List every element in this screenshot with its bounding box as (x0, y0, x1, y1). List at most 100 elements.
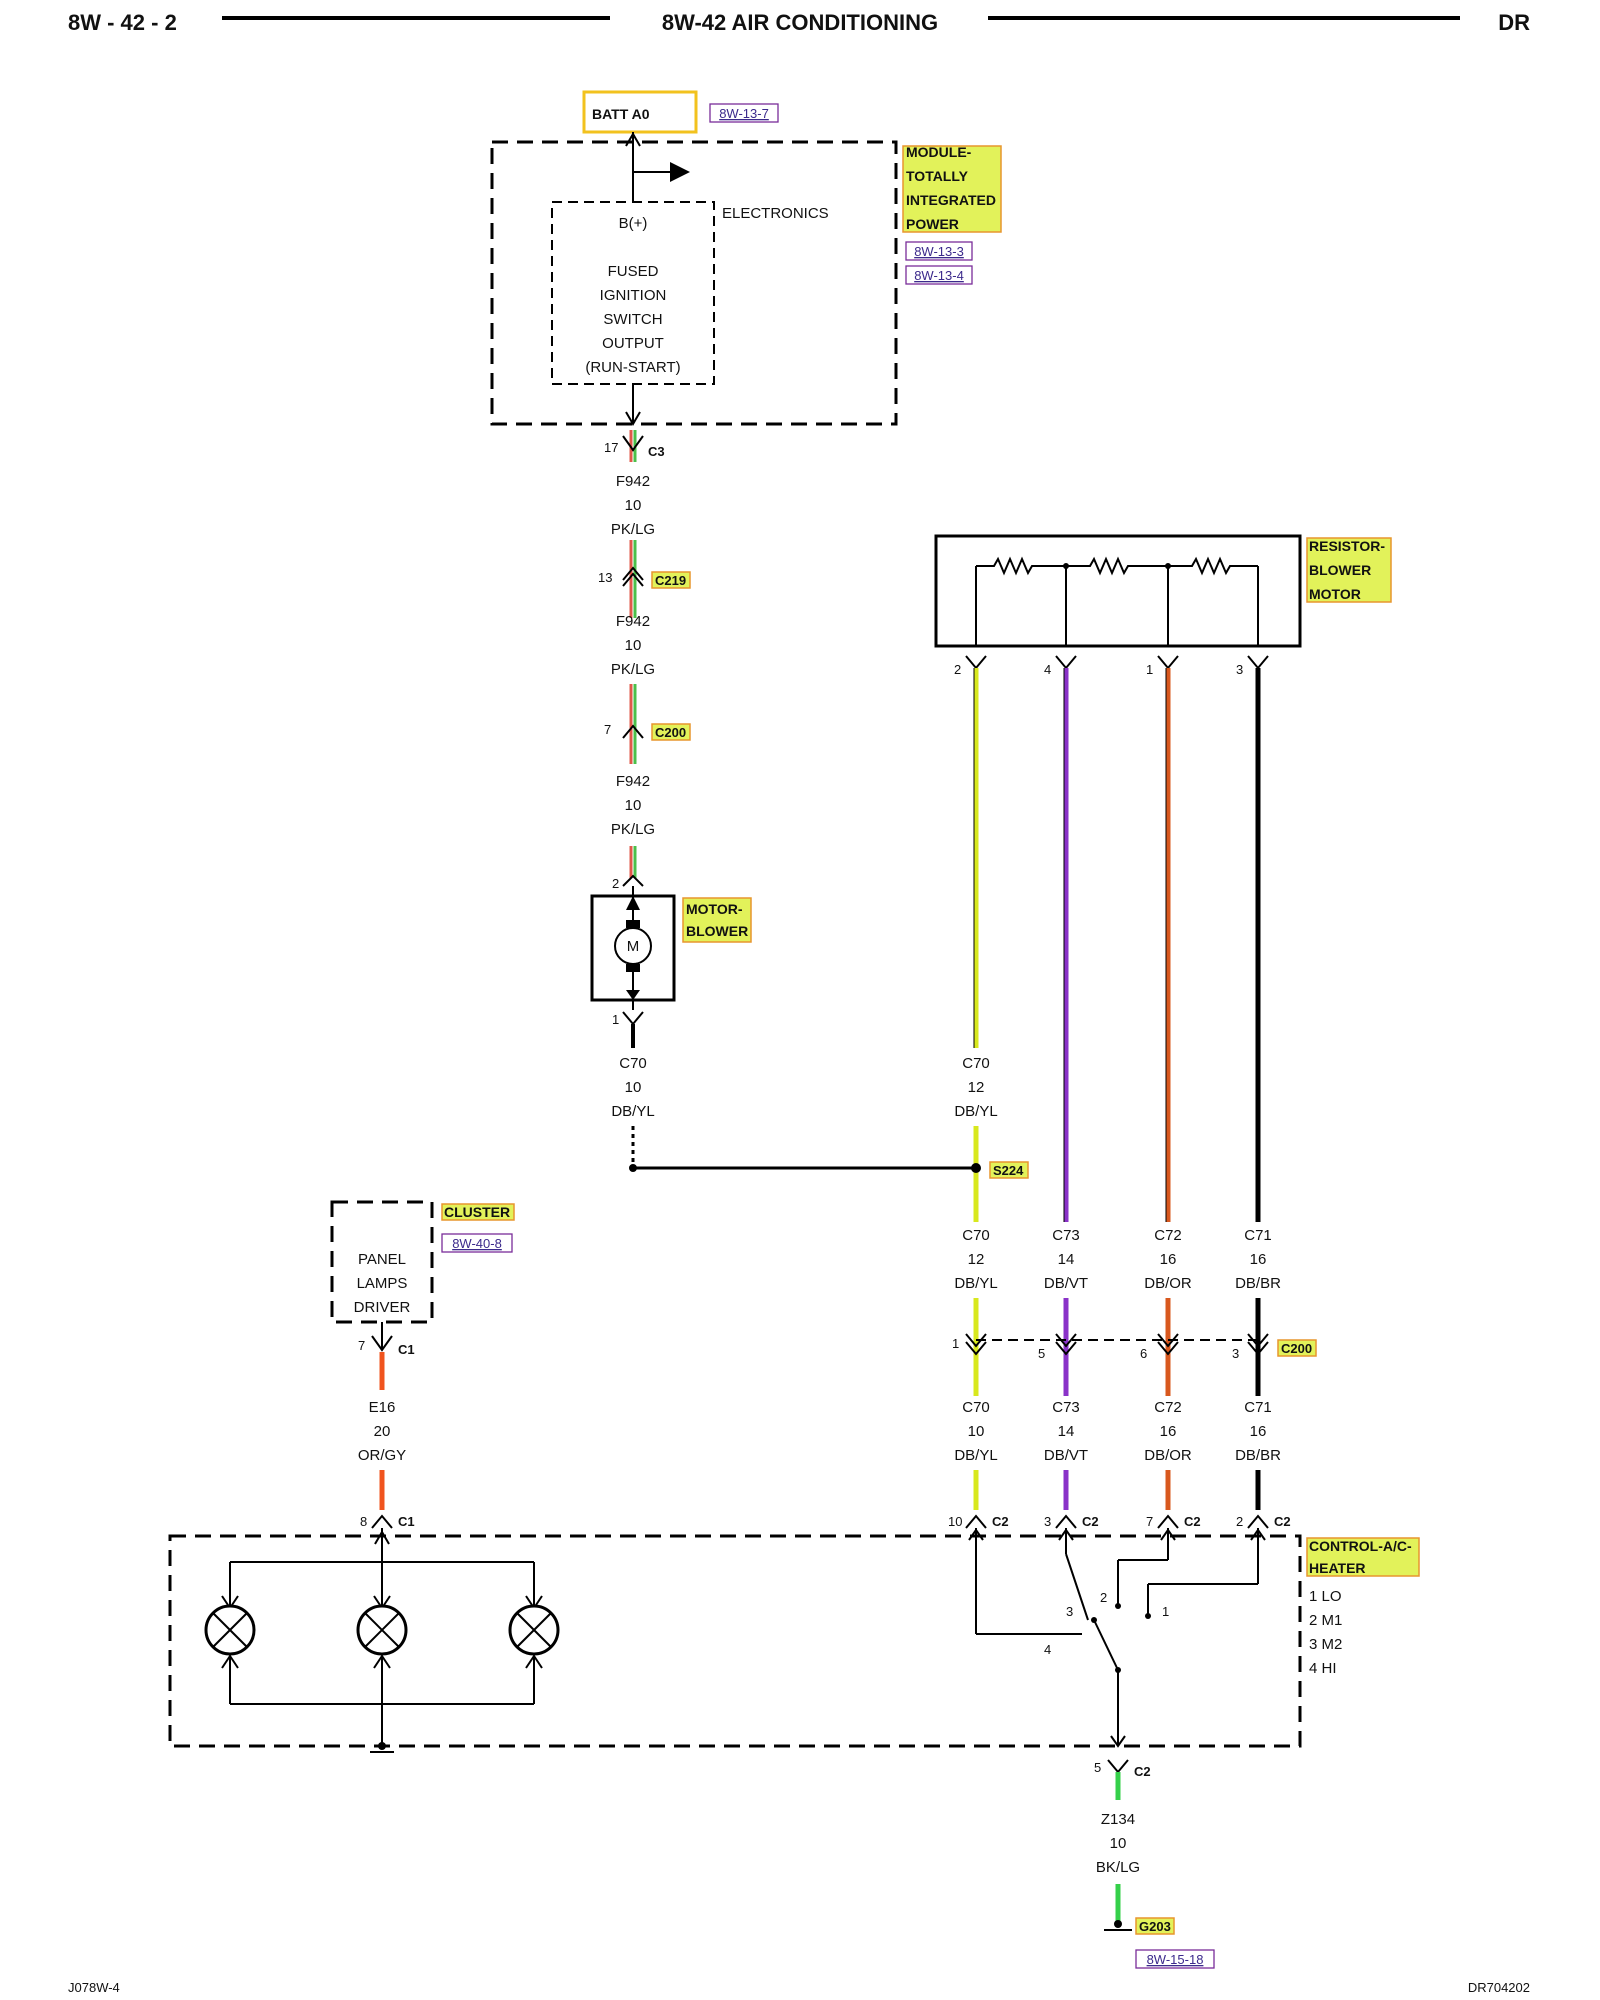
c200b-pin: 3 (1232, 1346, 1239, 1361)
motor-name-line: MOTOR- (686, 901, 743, 917)
c219-connector: C219 (655, 573, 686, 588)
motor-pin-top: 2 (612, 876, 619, 891)
output-line: SWITCH (603, 311, 662, 328)
c2-connector: C2 (992, 1514, 1009, 1529)
e16-circuit: E16 (369, 1399, 396, 1416)
cluster-name: CLUSTER (444, 1204, 510, 1220)
z134-gauge: 10 (1110, 1835, 1127, 1852)
c200-connector-row: 1 5 6 3 C200 (952, 1298, 1317, 1396)
mid-wire-labels: C70 12 DB/YL C73 14 DB/VT C72 16 DB/OR C… (954, 1227, 1281, 1292)
bplus-label: B(+) (619, 215, 648, 232)
tipm-ref-link[interactable]: 8W-13-4 (914, 268, 964, 283)
c2-connector: C2 (1184, 1514, 1201, 1529)
resistor-wires: C70 12 DB/YL S224 (954, 668, 1261, 1222)
c70-gauge: 10 (625, 1079, 642, 1096)
mid-wire-color: DB/VT (1044, 1275, 1088, 1292)
output-line: OUTPUT (602, 335, 664, 352)
c1-connector: C1 (398, 1342, 415, 1357)
low-wire-gauge: 10 (968, 1423, 985, 1440)
c70-color: DB/YL (611, 1103, 654, 1120)
batt-ref-link[interactable]: 8W-13-7 (719, 106, 769, 121)
tipm-ref-link[interactable]: 8W-13-3 (914, 244, 964, 259)
f942-gauge: 10 (625, 637, 642, 654)
wire-f942: 17 C3 F942 10 PK/LG 13 C219 F942 10 PK/L… (598, 430, 691, 887)
output-line: FUSED (608, 263, 659, 280)
f942-color: PK/LG (611, 661, 655, 678)
lamp-icon (508, 1604, 560, 1656)
motor-symbol: M (627, 938, 640, 955)
c200-connector: C200 (655, 725, 686, 740)
low-wire-color: DB/OR (1144, 1447, 1192, 1464)
speed-legend: 1 LO (1309, 1588, 1342, 1605)
low-wire-circuit: C70 (962, 1399, 990, 1416)
tipm-name-line: TOTALLY (906, 168, 969, 184)
f942-circuit: F942 (616, 473, 650, 490)
mid-wire-color: DB/YL (954, 1275, 997, 1292)
c2-pin: 10 (948, 1514, 962, 1529)
low-wire-color: DB/BR (1235, 1447, 1281, 1464)
switch-pin: 1 (1162, 1604, 1169, 1619)
switch-pin: 4 (1044, 1642, 1051, 1657)
c3-pin: 17 (604, 440, 618, 455)
mid-wire-gauge: 14 (1058, 1251, 1075, 1268)
mid-wire-circuit: C73 (1052, 1227, 1080, 1244)
mid-wire-gauge: 12 (968, 1251, 985, 1268)
output-line: (RUN-START) (585, 359, 680, 376)
low-wire-gauge: 14 (1058, 1423, 1075, 1440)
c1-pin: 8 (360, 1514, 367, 1529)
mid-wire-circuit: C70 (962, 1227, 990, 1244)
cluster-ref-link[interactable]: 8W-40-8 (452, 1236, 502, 1251)
lamp-icon (204, 1604, 256, 1656)
tipm-name-line: POWER (906, 216, 959, 232)
footer-code-right: DR704202 (1468, 1980, 1530, 1995)
c2-pin: 3 (1044, 1514, 1051, 1529)
resistor-pin: 3 (1236, 662, 1243, 677)
z134-circuit: Z134 (1101, 1811, 1135, 1828)
f942-gauge: 10 (625, 797, 642, 814)
c2-connector: C2 (1082, 1514, 1099, 1529)
tipm-name-line: INTEGRATED (906, 192, 996, 208)
speed-legend: 2 M1 (1309, 1612, 1342, 1629)
mid-wire-gauge: 16 (1250, 1251, 1267, 1268)
cluster-driver-line: LAMPS (357, 1275, 408, 1292)
low-wire-gauge: 16 (1160, 1423, 1177, 1440)
speed-legend: 4 HI (1309, 1660, 1337, 1677)
switch-pin: 2 (1100, 1590, 1107, 1605)
c200b-pin: 1 (952, 1336, 959, 1351)
ground-conn-name: C2 (1134, 1764, 1151, 1779)
output-line: IGNITION (600, 287, 667, 304)
batt-a0: BATT A0 8W-13-7 (582, 90, 779, 134)
c1-connector: C1 (398, 1514, 415, 1529)
g203-ground: G203 (1139, 1919, 1171, 1934)
control-ac-heater: CONTROL-A/C- HEATER 1 LO 2 M1 3 M2 4 HI (168, 1528, 1420, 1753)
resistor-pin: 4 (1044, 662, 1051, 677)
c200b-connector: C200 (1281, 1341, 1312, 1356)
f942-color: PK/LG (611, 521, 655, 538)
mid-wire-circuit: C72 (1154, 1227, 1182, 1244)
c2-connector: C2 (1274, 1514, 1291, 1529)
c2-pin: 2 (1236, 1514, 1243, 1529)
low-wire-labels: C70 10 DB/YL C73 14 DB/VT C72 16 DB/OR C… (954, 1399, 1281, 1464)
speed-legend: 3 M2 (1309, 1636, 1342, 1653)
lamp-icon (356, 1604, 408, 1656)
cluster-driver-line: DRIVER (354, 1299, 411, 1316)
ground-ref-link[interactable]: 8W-15-18 (1147, 1952, 1204, 1967)
c3-connector: C3 (648, 444, 665, 459)
resistor-name-line: BLOWER (1309, 562, 1371, 578)
low-wire-circuit: C73 (1052, 1399, 1080, 1416)
s224-splice: S224 (993, 1163, 1024, 1178)
c200-pin: 7 (604, 722, 611, 737)
cluster-driver-line: PANEL (358, 1251, 406, 1268)
page-title: 8W-42 AIR CONDITIONING (662, 10, 938, 35)
z134-color: BK/LG (1096, 1859, 1140, 1876)
c70-res-color: DB/YL (954, 1103, 997, 1120)
c2-pin: 7 (1146, 1514, 1153, 1529)
footer-code-left: J078W-4 (68, 1980, 120, 1995)
resistor-name-line: RESISTOR- (1309, 538, 1385, 554)
e16-gauge: 20 (374, 1423, 391, 1440)
ground-conn-pin: 5 (1094, 1760, 1101, 1775)
control-name-line: CONTROL-A/C- (1309, 1538, 1412, 1554)
c200b-pin: 6 (1140, 1346, 1147, 1361)
c200b-pin: 5 (1038, 1346, 1045, 1361)
